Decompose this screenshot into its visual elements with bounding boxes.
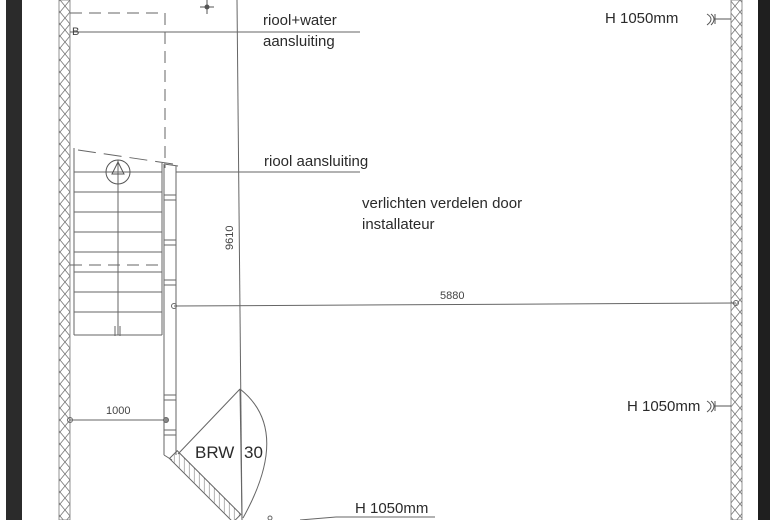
annotation-sewer-water-line1: riool+water	[263, 12, 337, 29]
viewer-frame-left	[6, 0, 22, 520]
outlet-icon-mid-right	[706, 400, 731, 413]
outlet-icon-top-right	[706, 13, 731, 26]
annotation-sewer-water-line2: aansluiting	[263, 33, 335, 50]
annotation-lighting-line2: installateur	[362, 216, 435, 233]
door-rating-label: 30	[244, 443, 263, 462]
outlet-height-top-right: H 1050mm	[605, 10, 679, 27]
viewer-frame-right	[758, 0, 770, 520]
dimension-1000	[67, 417, 169, 423]
left-wall	[58, 0, 71, 520]
outlet-height-mid-right: H 1050mm	[627, 398, 701, 415]
staircase	[73, 148, 181, 336]
right-wall	[730, 0, 743, 520]
stair-direction-icon	[105, 159, 131, 185]
dimension-label-vertical: 9610	[224, 225, 236, 250]
annotation-sewer-connection: riool aansluiting	[264, 153, 369, 170]
ceiling-point-icon	[200, 0, 214, 14]
dimension-label-1000: 1000	[106, 405, 131, 417]
door-type-label: BRW	[195, 443, 235, 462]
annotation-lighting-line1: verlichten verdelen door	[362, 195, 523, 212]
dimension-label-5880: 5880	[440, 290, 465, 302]
fire-door-brw30	[168, 388, 268, 520]
grid-marker-b: B	[72, 26, 80, 38]
outlet-height-bottom: H 1050mm	[355, 500, 429, 517]
interior-wall	[163, 163, 179, 461]
dimension-5880	[171, 300, 739, 309]
